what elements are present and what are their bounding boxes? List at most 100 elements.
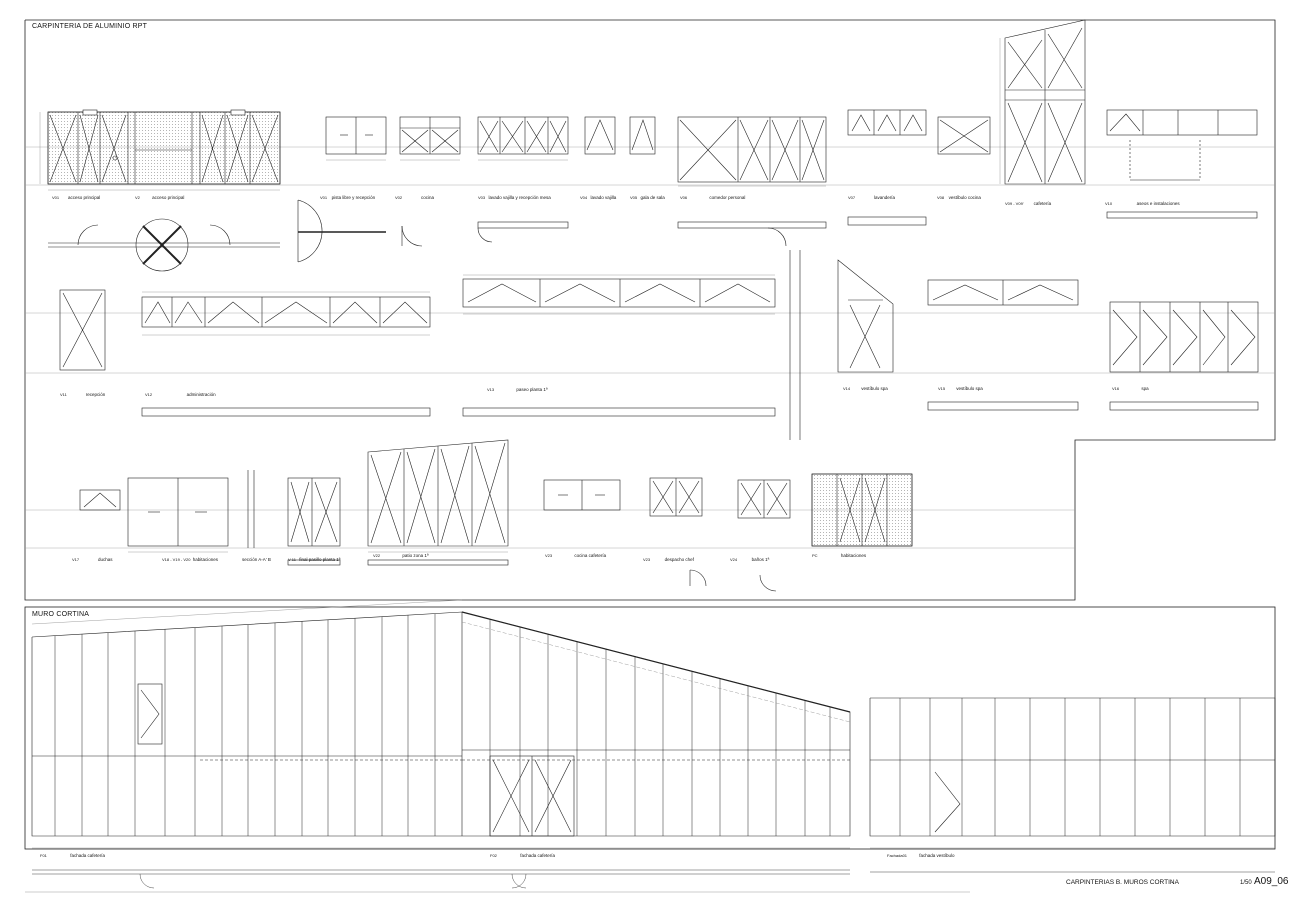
name: lavado vajilla [590, 195, 617, 200]
label-v07: V05 gala de sala [630, 195, 680, 200]
code: V22 [373, 553, 381, 558]
name: vestíbulo spa [861, 386, 888, 391]
name: administración [186, 392, 216, 397]
label-v12: V10 aseos e instalaciones [1105, 201, 1235, 206]
titleblock-scale: 1/50 [1240, 880, 1252, 886]
label-v01: V01 acceso principal [52, 195, 172, 200]
name: comedor personal [709, 195, 746, 200]
label-section: sección A-A' B [242, 557, 282, 562]
label-v09: V07 lavandería [848, 195, 938, 200]
name: habitaciones [840, 553, 867, 558]
label-v11: V09 - V09' cafetería [1005, 201, 1085, 206]
name: vestíbulo cocina [948, 195, 981, 200]
label-v21: V 11 final pasillo planta 1ª [288, 557, 358, 562]
name: duchas [98, 557, 113, 562]
code: V06 [680, 195, 688, 200]
code: V09 - V09' [1005, 201, 1024, 206]
code: V12 [145, 392, 153, 397]
name: spa [1141, 386, 1149, 391]
bottom-frame [24, 606, 1276, 850]
label-v17: V17 duchas [72, 557, 132, 562]
label-v02: V2 acceso principal [135, 195, 255, 200]
sheet-title-bottom: MURO CORTINA [32, 611, 90, 618]
code: V14 [843, 386, 851, 391]
curtain-wall-elevation [31, 611, 1276, 837]
row1-plans [48, 199, 1258, 272]
name: gala de sala [640, 195, 665, 200]
name: recepción [85, 392, 106, 397]
name: despacho chef [664, 557, 694, 562]
name: vestíbulo spa [956, 386, 983, 391]
name: final pasillo planta 1ª [299, 557, 341, 562]
code: V16 [1112, 386, 1120, 391]
code: PC [812, 553, 818, 558]
name: fachada cafetería [70, 853, 106, 858]
titleblock-name: CARPINTERIAS B. MUROS CORTINA [1066, 879, 1179, 886]
code: V01 [320, 195, 328, 200]
label-v05: V03 lavado vajilla y recepción mesa [478, 195, 578, 200]
label-v10: V08 vestíbulo cocina [937, 195, 1007, 200]
name: patio zona 1ª [402, 553, 429, 558]
name: cafetería [1033, 201, 1052, 206]
label-v13r: V13 paseo planta 1ª [487, 387, 587, 392]
name: cocina [421, 195, 435, 200]
label-f01: F01 fachada cafetería [40, 853, 130, 858]
label-v24: V23 despacho chef [643, 557, 713, 562]
row2-elevations [59, 250, 1259, 440]
name: habitaciones [192, 557, 218, 562]
label-v16r: V16 spa [1112, 386, 1172, 391]
name: paseo planta 1ª [516, 387, 548, 392]
sheet-title-top: CARPINTERIA DE ALUMINIO RPT [32, 23, 148, 30]
name: acceso principal [68, 195, 101, 200]
code: V2 [135, 195, 140, 200]
code: V10 [1105, 201, 1113, 206]
curtain-wall-plan [25, 869, 1275, 893]
top-frame [24, 19, 1276, 601]
code: V18 - V19 - V20 [162, 557, 191, 562]
name: fachada cafetería [520, 853, 556, 858]
label-v12r: V12 administración [145, 392, 275, 397]
label-v03: V01 pista libre y recepción [320, 195, 400, 200]
code: V04 [580, 195, 588, 200]
label-v22: V22 patio zona 1ª [373, 553, 473, 558]
name: acceso principal [152, 195, 185, 200]
code: V 11 [288, 557, 296, 562]
code: V11 [60, 392, 67, 397]
code: V03 [478, 195, 486, 200]
name: sección A-A' B [242, 557, 271, 562]
name: lavado vajilla y recepción mesa [488, 195, 551, 200]
code: V05 [630, 195, 638, 200]
row3-elevations [79, 439, 913, 592]
code: F01 [40, 853, 47, 858]
code: V23 [545, 553, 553, 558]
code: V15 [938, 386, 946, 391]
curtain-wall-dimension-lines [31, 599, 1275, 849]
code: Fachada01 [887, 853, 908, 858]
dimension-lines [39, 38, 1001, 553]
label-v14r: V14 vestíbulo spa [843, 386, 913, 391]
label-v23: V23 cocina cafetería [545, 553, 625, 558]
code: V24 [730, 557, 738, 562]
code: V02 [395, 195, 403, 200]
code: V17 [72, 557, 80, 562]
code: F02 [490, 853, 497, 858]
label-v08: V06 comedor personal [680, 195, 800, 200]
label-v06: V04 lavado vajilla [580, 195, 640, 200]
code: V01 [52, 195, 60, 200]
name: pista libre y recepción [331, 195, 376, 200]
name: baños 1ª [751, 557, 770, 562]
code: V07 [848, 195, 856, 200]
code: V13 [487, 387, 495, 392]
code: V08 [937, 195, 945, 200]
titleblock-number: A09_06 [1254, 876, 1289, 887]
label-v18: V18 - V19 - V20 habitaciones [162, 557, 242, 562]
label-f03: Fachada01 fachada vestíbulo [887, 853, 977, 858]
code: V23 [643, 557, 651, 562]
label-v26: PC habitaciones [812, 553, 902, 558]
curtain-wall-mullions [54, 614, 1241, 836]
label-v15r: V15 vestíbulo spa [938, 386, 1008, 391]
label-f02: F02 fachada cafetería [490, 853, 580, 858]
label-v11r: V11 recepción [60, 392, 130, 397]
row1-elevations [47, 19, 1258, 185]
